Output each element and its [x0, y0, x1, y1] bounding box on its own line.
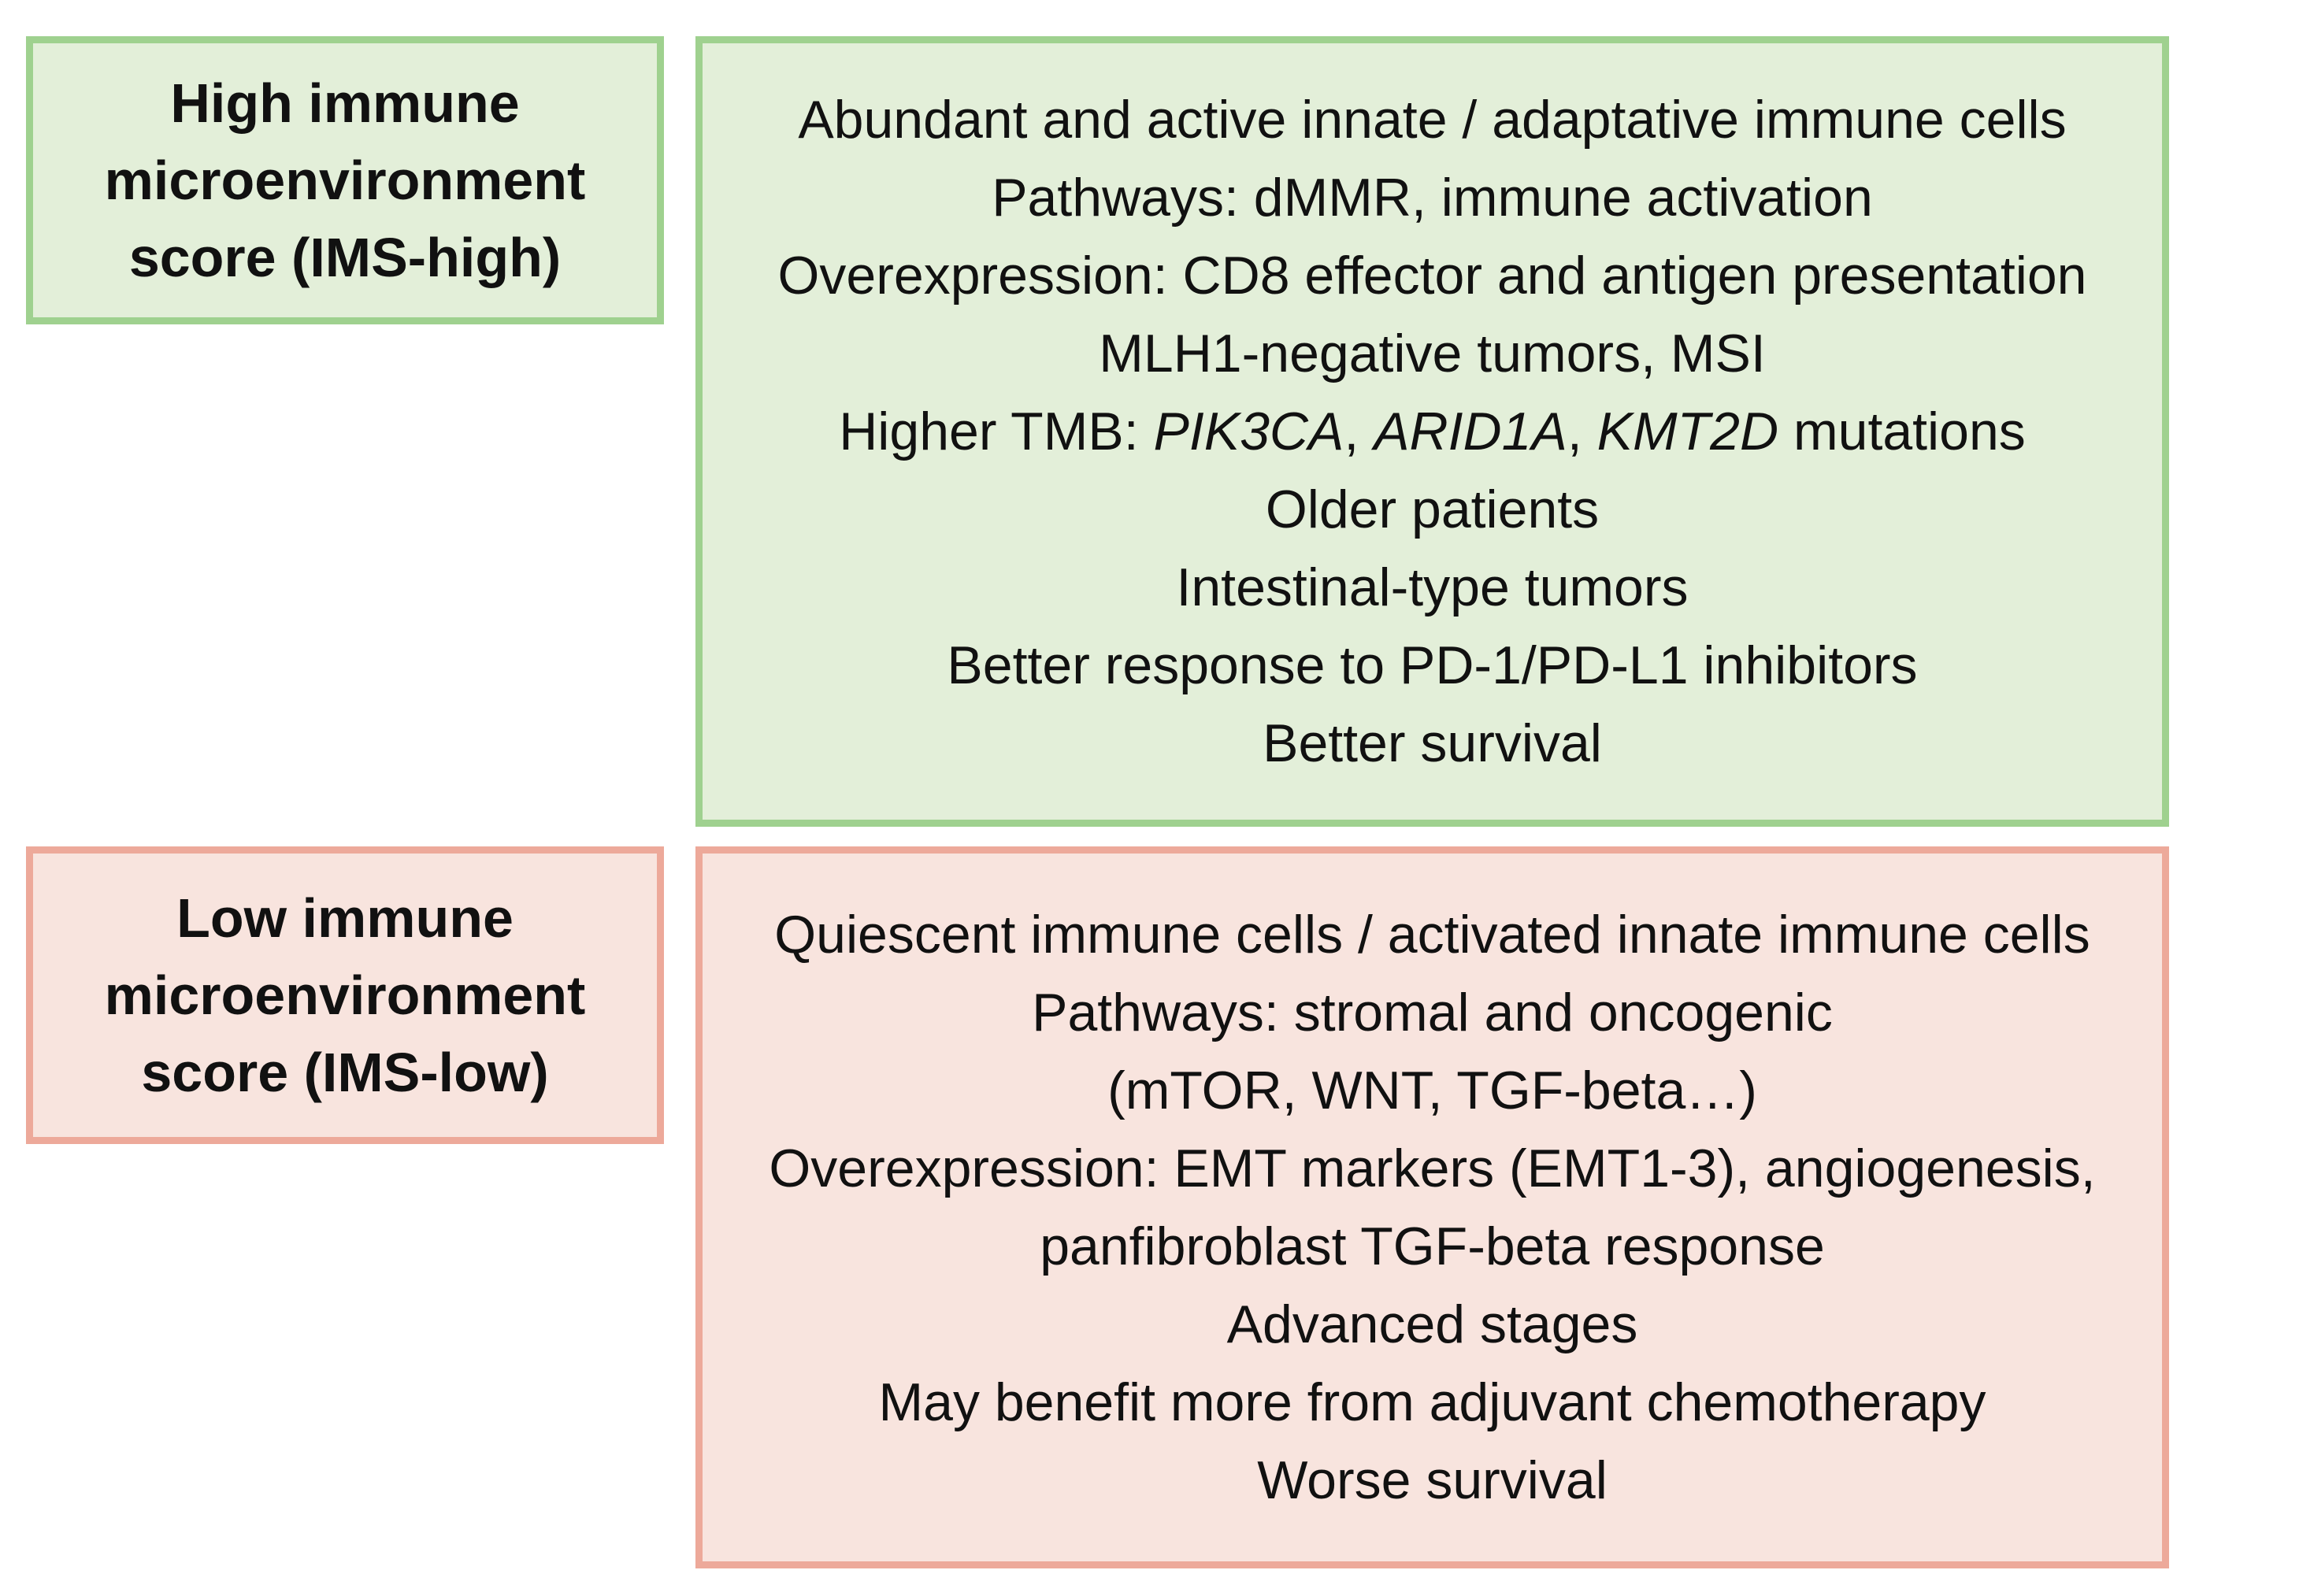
ims-low-characteristics-box: Quiescent immune cells / activated innat… — [695, 846, 2169, 1568]
ims-low-characteristic: Advanced stages — [1226, 1294, 1638, 1354]
ims-low-characteristic: Worse survival — [1257, 1450, 1608, 1510]
ims-high-characteristic: Overexpression: CD8 effector and antigen… — [777, 245, 2087, 305]
ims-low-characteristic: May benefit more from adjuvant chemother… — [878, 1372, 1986, 1432]
ims-high-characteristic: Better survival — [1263, 713, 1602, 773]
ims-low-label-line: microenvironment — [104, 965, 586, 1026]
ims-high-characteristic: MLH1-negative tumors, MSI — [1099, 323, 1766, 383]
ims-low-label-line: Low immune — [176, 887, 514, 949]
ims-high-characteristics-box: Abundant and active innate / adaptative … — [695, 36, 2169, 827]
separator: , — [1567, 401, 1597, 461]
ims-low-label-line: score (IMS-low) — [141, 1042, 549, 1103]
tmb-prefix: Higher TMB: — [839, 401, 1154, 461]
ims-low-characteristic: Quiescent immune cells / activated innat… — [774, 904, 2090, 965]
ims-high-characteristic: Better response to PD-1/PD-L1 inhibitors — [947, 635, 1918, 695]
ims-low-characteristic: panfibroblast TGF-beta response — [1040, 1216, 1825, 1276]
gene-arid1a: ARID1A — [1374, 401, 1567, 461]
ims-high-characteristic-tmb: Higher TMB: PIK3CA, ARID1A, KMT2D mutati… — [839, 393, 2026, 471]
ims-low-characteristic: Overexpression: EMT markers (EMT1-3), an… — [769, 1138, 2096, 1198]
ims-high-characteristic: Pathways: dMMR, immune activation — [992, 167, 1873, 228]
ims-high-label-box: High immune microenvironment score (IMS-… — [26, 36, 664, 324]
ims-high-label-line: High immune — [170, 72, 520, 134]
ims-high-characteristic: Older patients — [1265, 479, 1600, 539]
ims-low-label-box: Low immune microenvironment score (IMS-l… — [26, 846, 664, 1144]
ims-high-characteristic: Abundant and active innate / adaptative … — [798, 89, 2067, 150]
separator: , — [1344, 401, 1374, 461]
tmb-suffix: mutations — [1778, 401, 2026, 461]
ims-high-characteristic: Intestinal-type tumors — [1176, 557, 1689, 617]
ims-low-characteristic: (mTOR, WNT, TGF-beta…) — [1107, 1060, 1757, 1120]
ims-high-label-line: score (IMS-high) — [128, 227, 562, 288]
gene-kmt2d: KMT2D — [1596, 401, 1779, 461]
ims-high-label-line: microenvironment — [104, 150, 586, 211]
ims-low-characteristic: Pathways: stromal and oncogenic — [1032, 982, 1833, 1042]
gene-pik3ca: PIK3CA — [1153, 401, 1344, 461]
